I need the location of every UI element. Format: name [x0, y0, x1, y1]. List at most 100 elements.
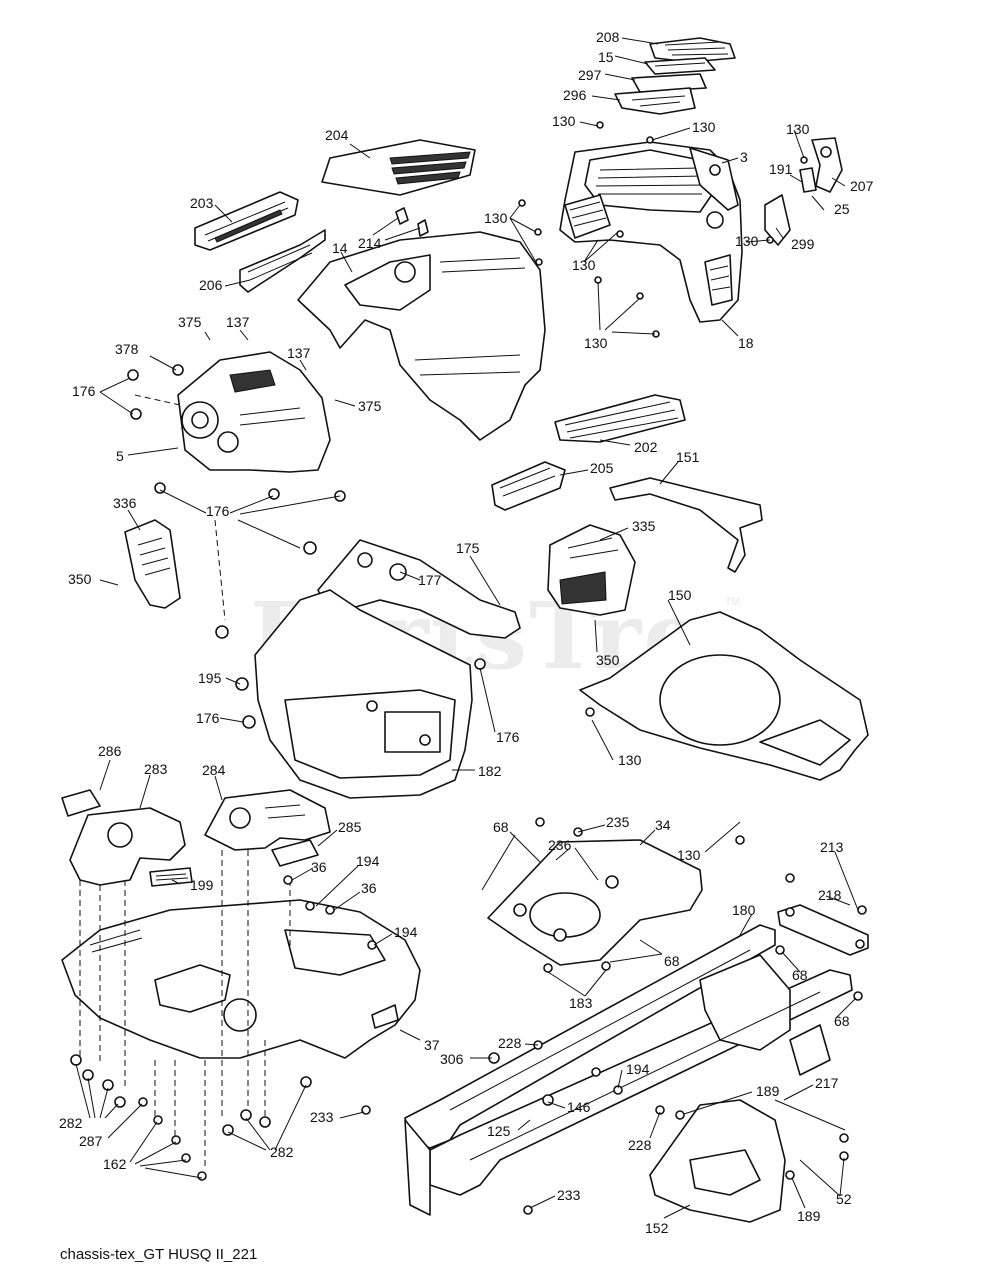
- callout-label: 36: [361, 880, 377, 896]
- callout-label: 286: [98, 743, 122, 759]
- callout-label: 204: [325, 127, 349, 143]
- callout-label: 137: [287, 345, 311, 361]
- callout-label: 235: [606, 814, 630, 830]
- callout-label: 335: [632, 518, 656, 534]
- diagram-caption: chassis-tex_GT HUSQ II_221: [60, 1246, 258, 1263]
- callout-label: 137: [226, 314, 250, 330]
- callout-label: 208: [596, 29, 620, 45]
- callout-label: 217: [815, 1075, 839, 1091]
- leader-lines: [75, 37, 859, 1219]
- callout-label: 214: [358, 235, 382, 251]
- callout-label: 202: [634, 439, 658, 455]
- callout-label: 176: [196, 710, 220, 726]
- clip-214: [395, 207, 429, 237]
- callout-label: 287: [79, 1133, 103, 1149]
- vent-205: [491, 461, 566, 511]
- callout-label: 375: [358, 398, 382, 414]
- callout-label: 130: [677, 847, 701, 863]
- callout-label: 228: [628, 1137, 652, 1153]
- callout-label: 299: [791, 236, 815, 252]
- dash-housing-182: [254, 589, 473, 799]
- callout-label: 297: [578, 67, 602, 83]
- callout-label: 176: [496, 729, 520, 745]
- callout-label: 130: [552, 113, 576, 129]
- callout-label: 175: [456, 540, 480, 556]
- callout-label: 189: [797, 1208, 821, 1224]
- callout-label: 37: [424, 1037, 440, 1053]
- headlight-bracket-3: [689, 147, 739, 211]
- callout-label: 378: [115, 341, 139, 357]
- callout-label: 296: [563, 87, 587, 103]
- callout-label: 207: [850, 178, 874, 194]
- callout-label: 130: [786, 121, 810, 137]
- callout-label: 213: [820, 839, 844, 855]
- callout-label: 176: [72, 383, 96, 399]
- fender-cover-284: [204, 789, 331, 851]
- callout-label: 194: [394, 924, 418, 940]
- bracket-218: [777, 904, 869, 956]
- hood-insert-204: [321, 139, 476, 196]
- callout-label: 176: [206, 503, 230, 519]
- callout-label: 18: [738, 335, 754, 351]
- callout-label: 191: [769, 161, 793, 177]
- callout-label: 68: [792, 967, 808, 983]
- callout-label: 130: [484, 210, 508, 226]
- callout-label: 336: [113, 495, 137, 511]
- fender-37: [61, 899, 421, 1059]
- dash-panel-5: [177, 351, 331, 473]
- callout-label: 199: [190, 877, 214, 893]
- grille-202: [554, 394, 686, 443]
- lens-299: [764, 194, 791, 246]
- callout-label: 206: [199, 277, 223, 293]
- callout-label: 195: [198, 670, 222, 686]
- callout-label: 203: [190, 195, 214, 211]
- callout-label: 15: [598, 49, 614, 65]
- grille-insert-15: [644, 57, 716, 75]
- headlight-assembly-207: [811, 137, 843, 193]
- bulb-191: [799, 167, 817, 193]
- callout-label: 282: [270, 1144, 294, 1160]
- side-grille-206: [239, 229, 326, 293]
- callout-label: 233: [310, 1109, 334, 1125]
- callout-label: 233: [557, 1187, 581, 1203]
- cover-286: [61, 789, 101, 817]
- plate-199: [149, 867, 193, 887]
- callout-labels: 208 15 297 296 130 130 130 3 191 207 25 …: [59, 29, 874, 1236]
- callout-label: 375: [178, 314, 202, 330]
- frame-180: [404, 924, 853, 1216]
- floor-pan-150: [579, 611, 869, 781]
- handle-285: [271, 839, 319, 867]
- callout-label: 36: [311, 859, 327, 875]
- callout-label: 189: [756, 1083, 780, 1099]
- grille-top-cover-208: [649, 37, 736, 63]
- side-panel-336: [124, 519, 181, 609]
- callout-label: 125: [487, 1123, 511, 1139]
- side-grille-203: [194, 191, 299, 251]
- side-panel-335: [547, 524, 636, 616]
- bracket-296: [614, 87, 696, 115]
- callout-label: 194: [626, 1061, 650, 1077]
- rod-217: [774, 1099, 846, 1131]
- seat-plate-34: [487, 839, 703, 966]
- hood-14: [297, 231, 546, 441]
- callout-label: 130: [618, 752, 642, 768]
- callout-label: 130: [584, 335, 608, 351]
- callout-label: 34: [655, 817, 671, 833]
- callout-label: 228: [498, 1035, 522, 1051]
- fender-cover-283: [69, 807, 186, 886]
- callout-label: 205: [590, 460, 614, 476]
- callout-label: 306: [440, 1051, 464, 1067]
- callout-label: 150: [668, 587, 692, 603]
- callout-label: 283: [144, 761, 168, 777]
- callout-label: 285: [338, 819, 362, 835]
- callout-label: 130: [692, 119, 716, 135]
- callout-label: 182: [478, 763, 502, 779]
- callout-label: 14: [332, 240, 348, 256]
- callout-label: 68: [664, 953, 680, 969]
- callout-label: 194: [356, 853, 380, 869]
- callout-label: 350: [68, 571, 92, 587]
- callout-label: 52: [836, 1191, 852, 1207]
- callout-label: 68: [493, 819, 509, 835]
- callout-label: 146: [567, 1099, 591, 1115]
